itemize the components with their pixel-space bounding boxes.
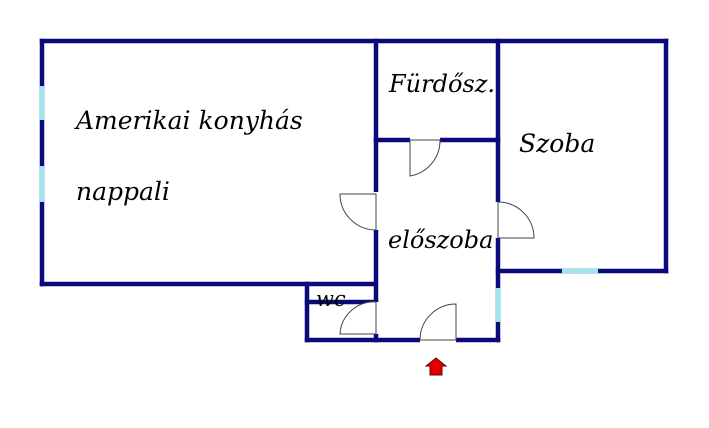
- label-bathroom: Fürdősz.: [388, 70, 495, 98]
- label-living-line2: nappali: [76, 177, 170, 206]
- label-living-line1: Amerikai konyhás: [74, 106, 303, 135]
- door-bathroom: [409, 139, 441, 177]
- door-wc: [339, 301, 377, 335]
- door-room: [497, 201, 535, 239]
- entrance-arrow-icon: [424, 357, 448, 376]
- label-wc: wc: [316, 287, 346, 311]
- doors: [339, 137, 535, 343]
- door-entrance: [419, 303, 457, 341]
- door-living: [339, 193, 377, 231]
- label-hall: előszoba: [388, 226, 493, 254]
- windows: [39, 86, 598, 322]
- label-room: Szoba: [519, 129, 595, 158]
